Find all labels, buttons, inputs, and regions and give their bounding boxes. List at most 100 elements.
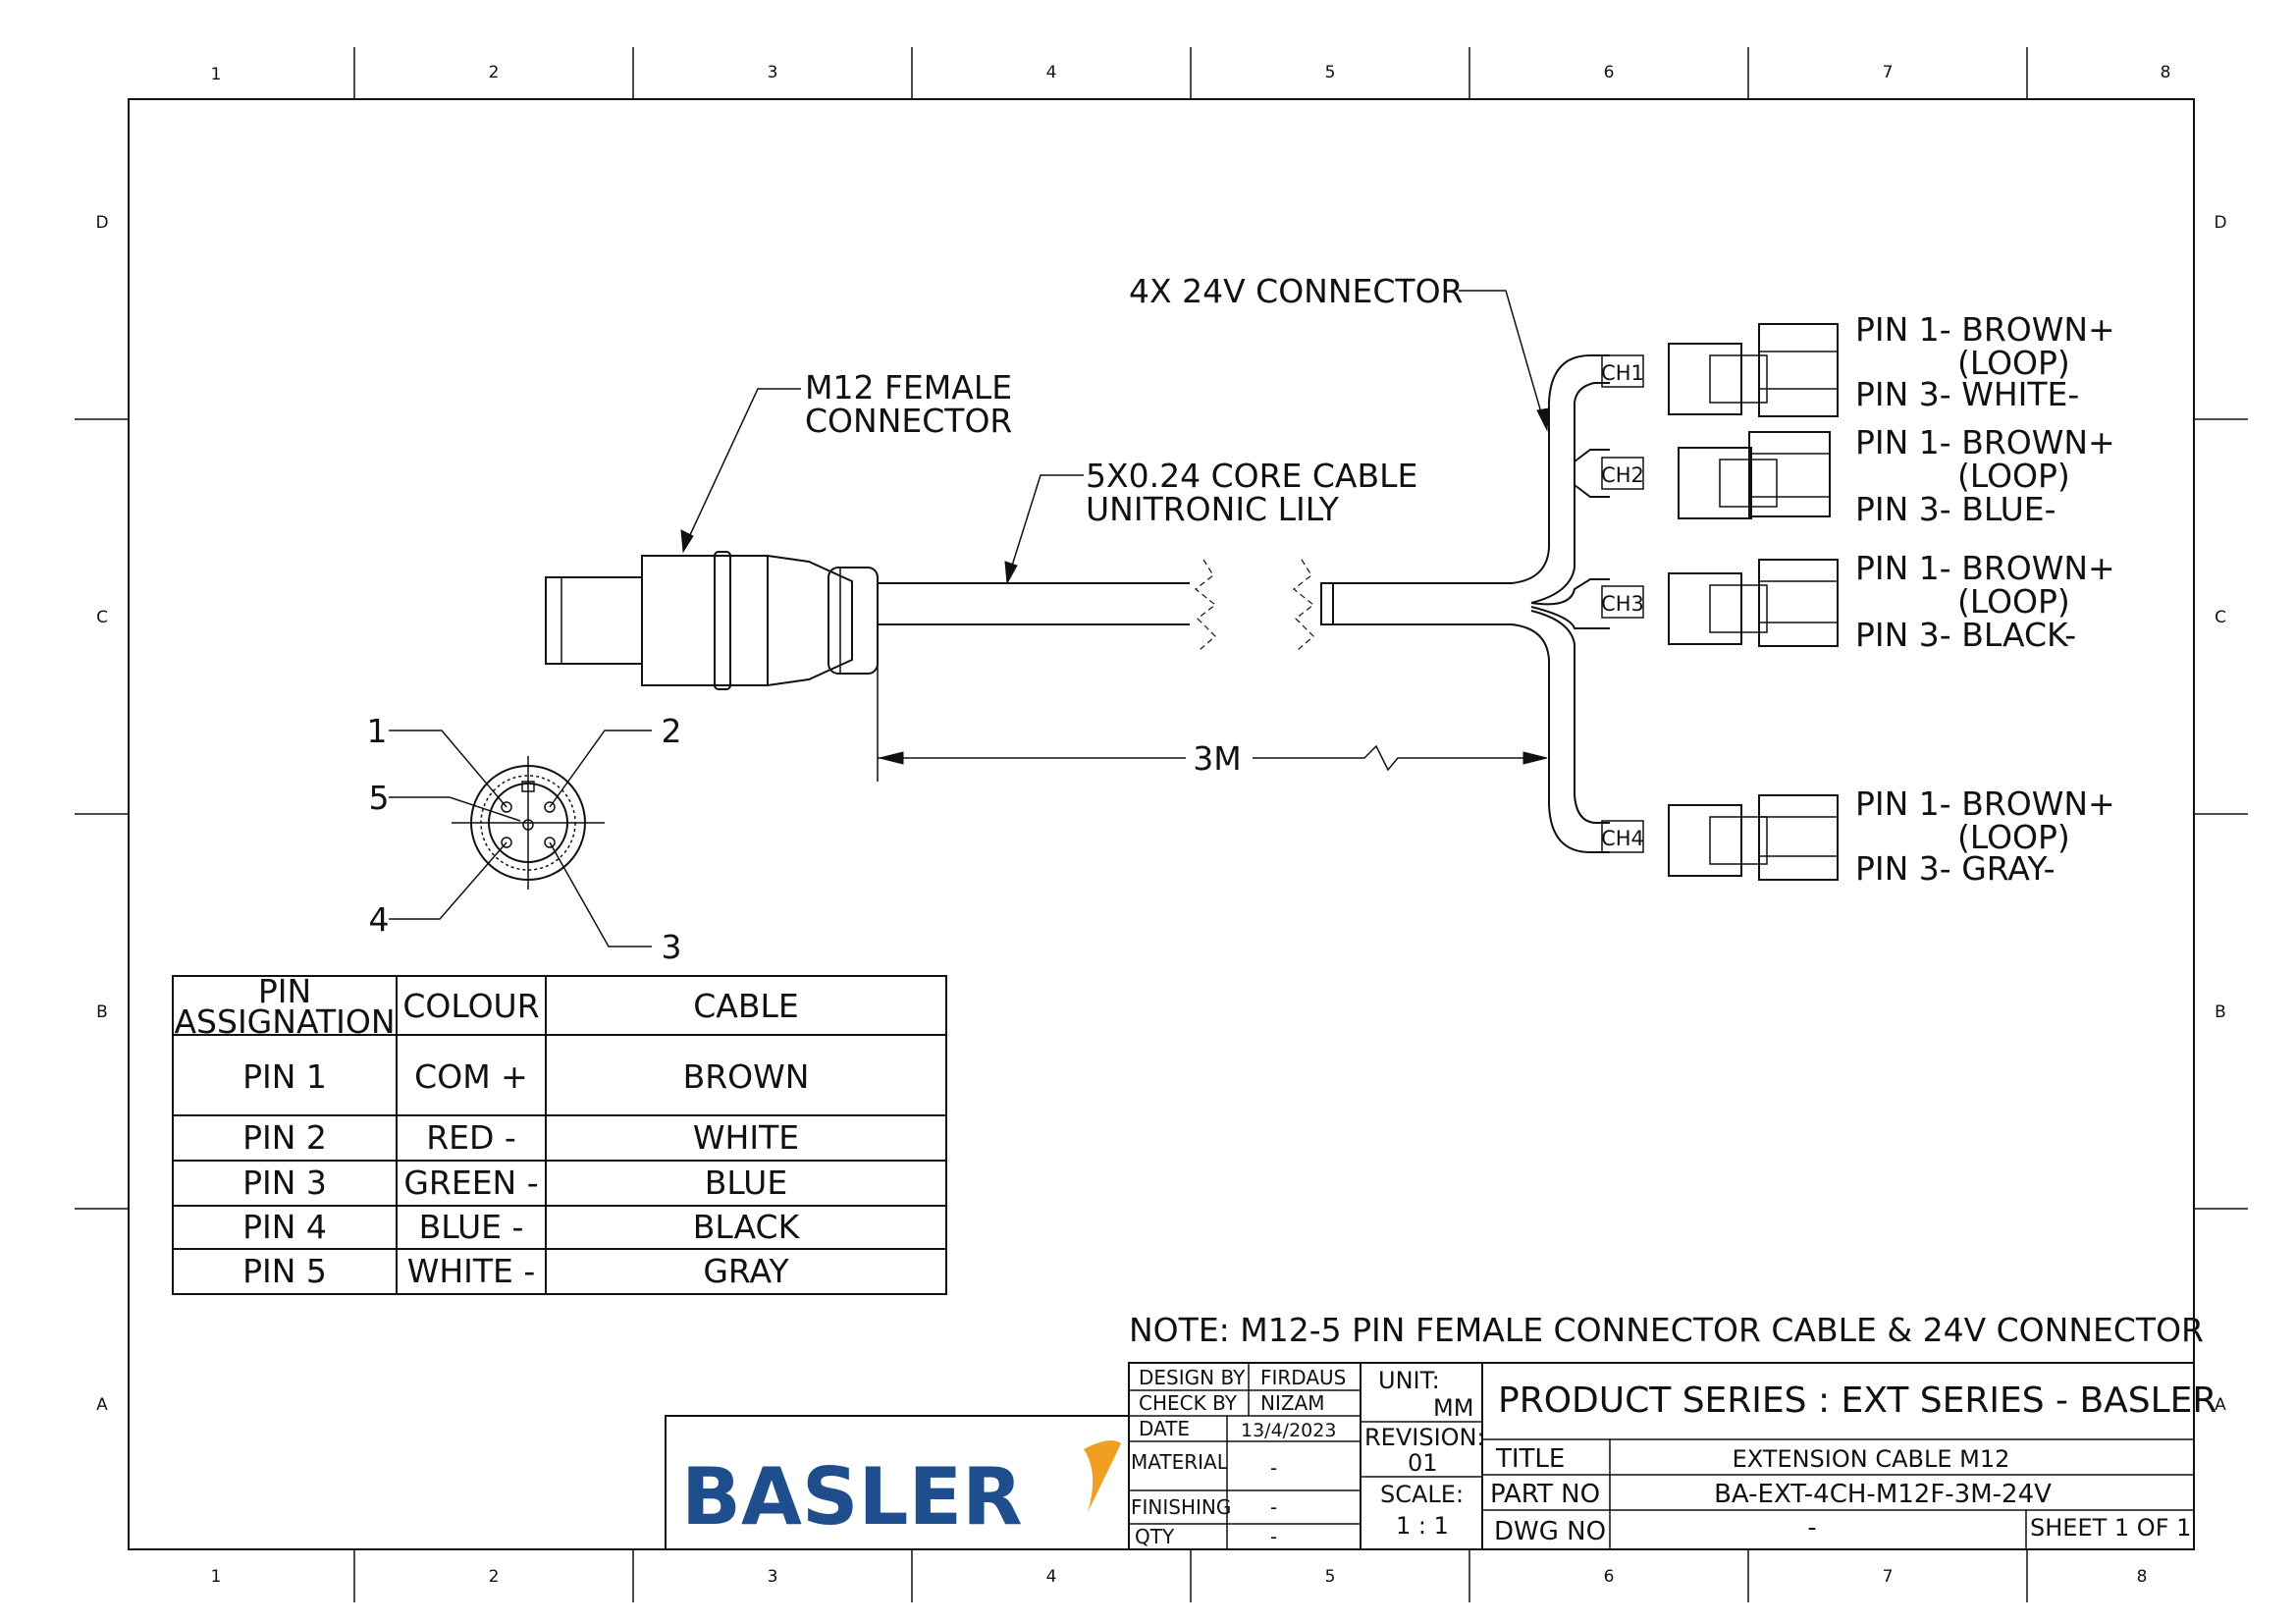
- connector-ch3: CH3: [1601, 559, 1839, 647]
- table-cell: GRAY: [703, 1252, 789, 1290]
- ch1-loop-label: (LOOP): [1957, 344, 2070, 382]
- cable-branches: [1511, 354, 1610, 853]
- channel-tag: CH1: [1601, 361, 1644, 385]
- zone-col-bottom-3: 3: [768, 1567, 778, 1587]
- table-header-pin-line2: ASSIGNATION: [174, 1002, 395, 1041]
- title-value: EXTENSION CABLE M12: [1733, 1445, 2010, 1473]
- zone-row-left-a: A: [96, 1395, 108, 1415]
- channel-tag: CH2: [1601, 463, 1644, 487]
- part-no-label: PART NO: [1490, 1480, 1600, 1509]
- scale-label: SCALE:: [1380, 1481, 1464, 1508]
- design-by-value: FIRDAUS: [1260, 1366, 1346, 1389]
- m12-connector-drawing: [545, 551, 1512, 690]
- zone-col-bottom-4: 4: [1046, 1567, 1057, 1587]
- zone-col-top-3: 3: [768, 63, 778, 82]
- table-cell: WHITE -: [407, 1252, 536, 1290]
- material-value: -: [1270, 1456, 1277, 1480]
- zone-row-right-c: C: [2215, 608, 2226, 627]
- table-cell: BROWN: [683, 1057, 810, 1096]
- zone-row-right-d: D: [2214, 213, 2226, 233]
- basler-logo-swoosh: [1084, 1440, 1121, 1512]
- scale-value: 1 : 1: [1396, 1512, 1449, 1540]
- zone-col-bottom-7: 7: [1883, 1567, 1894, 1587]
- table-cell: PIN 1: [242, 1057, 327, 1096]
- table-cell: PIN 2: [242, 1118, 327, 1157]
- connector-ch1: CH1: [1601, 323, 1839, 417]
- m12-connector-label-line1: M12 FEMALE: [805, 368, 1012, 406]
- unit-value: MM: [1433, 1394, 1473, 1422]
- zone-row-left-b: B: [96, 1002, 108, 1022]
- zone-row-left-d: D: [95, 213, 108, 233]
- part-no-value: BA-EXT-4CH-M12F-3M-24V: [1714, 1480, 2052, 1509]
- zone-col-bottom-1: 1: [211, 1567, 222, 1587]
- table-cell: PIN 4: [242, 1208, 327, 1246]
- m12-connector-label-line2: CONNECTOR: [805, 402, 1012, 440]
- cable-label-line2: UNITRONIC LILY: [1086, 490, 1340, 528]
- dwg-no-value: -: [1807, 1513, 1816, 1543]
- zone-col-top-4: 4: [1046, 63, 1057, 82]
- zone-col-bottom-8: 8: [2137, 1567, 2148, 1587]
- dwg-no-label: DWG NO: [1494, 1517, 1606, 1546]
- zone-col-top-1: 1: [211, 65, 222, 84]
- zone-col-top-2: 2: [489, 63, 500, 82]
- ch1-pin3-label: PIN 3- WHITE-: [1855, 375, 2079, 413]
- table-cell: GREEN -: [403, 1164, 538, 1202]
- channel-tag: CH4: [1601, 827, 1644, 850]
- table-cell: PIN 3: [242, 1164, 327, 1202]
- ch3-pin1-label: PIN 1- BROWN+: [1855, 549, 2115, 587]
- unit-label: UNIT:: [1378, 1367, 1440, 1394]
- qty-label: QTY: [1135, 1525, 1175, 1548]
- title-block: BASLER DESIGN BY FIRDAUS CHECK BY NIZAM …: [665, 1362, 2216, 1550]
- connector-ch4: CH4: [1601, 794, 1839, 881]
- basler-logo: BASLER: [681, 1451, 1023, 1543]
- finishing-label: FINISHING: [1131, 1495, 1231, 1519]
- ch3-loop-label: (LOOP): [1957, 582, 2070, 621]
- finishing-value: -: [1270, 1495, 1277, 1519]
- table-header-cable: CABLE: [693, 987, 799, 1025]
- check-by-label: CHECK BY: [1139, 1391, 1238, 1415]
- drawing-note: NOTE: M12-5 PIN FEMALE CONNECTOR CABLE &…: [1129, 1311, 2204, 1349]
- zone-col-top-6: 6: [1604, 63, 1615, 82]
- zone-col-top-5: 5: [1325, 63, 1336, 82]
- qty-value: -: [1270, 1525, 1277, 1548]
- design-by-label: DESIGN BY: [1139, 1366, 1246, 1389]
- channel-tag-box: [1601, 457, 1644, 490]
- date-label: DATE: [1139, 1417, 1190, 1440]
- ch2-loop-label: (LOOP): [1957, 457, 2070, 495]
- callouts: M12 FEMALE CONNECTOR 5X0.24 CORE CABLE U…: [680, 272, 1550, 782]
- sheet-number: SHEET 1 OF 1: [2030, 1514, 2191, 1542]
- pin-face-view: 1 2 3 4 5: [367, 712, 682, 966]
- title-label: TITLE: [1495, 1444, 1565, 1474]
- table-cell: BLUE -: [419, 1208, 524, 1246]
- channel-labels: PIN 1- BROWN+ (LOOP) PIN 3- WHITE- PIN 1…: [1855, 310, 2115, 888]
- pin-face-label-4: 4: [369, 900, 390, 939]
- revision-label: REVISION:: [1364, 1424, 1485, 1451]
- zone-col-top-8: 8: [2161, 63, 2171, 82]
- zone-row-right-b: B: [2215, 1002, 2226, 1022]
- revision-value: 01: [1408, 1449, 1438, 1477]
- check-by-value: NIZAM: [1260, 1391, 1325, 1415]
- pin-face-label-5: 5: [369, 779, 390, 817]
- ch2-pin1-label: PIN 1- BROWN+: [1855, 423, 2115, 461]
- ch2-pin3-label: PIN 3- BLUE-: [1855, 490, 2056, 528]
- table-header-colour: COLOUR: [402, 987, 539, 1025]
- ch3-pin3-label: PIN 3- BLACK-: [1855, 616, 2076, 654]
- zone-col-bottom-5: 5: [1325, 1567, 1336, 1587]
- pin-assignment-table: PIN ASSIGNATION COLOUR CABLE PIN 1 COM +…: [172, 972, 947, 1295]
- date-value: 13/4/2023: [1241, 1420, 1336, 1441]
- table-cell: RED -: [426, 1118, 516, 1157]
- ch1-pin1-label: PIN 1- BROWN+: [1855, 310, 2115, 349]
- channel-tag-box: [1601, 585, 1644, 619]
- product-series: PRODUCT SERIES : EXT SERIES - BASLER: [1498, 1380, 2216, 1421]
- ch4-pin1-label: PIN 1- BROWN+: [1855, 785, 2115, 823]
- pin-face-label-3: 3: [662, 928, 682, 966]
- ch4-loop-label: (LOOP): [1957, 818, 2070, 856]
- zone-col-bottom-2: 2: [489, 1567, 500, 1587]
- table-cell: BLACK: [693, 1208, 801, 1246]
- table-cell: WHITE: [693, 1118, 799, 1157]
- pin-face-label-1: 1: [367, 712, 388, 750]
- pin-face-label-2: 2: [662, 712, 682, 750]
- table-cell: COM +: [414, 1057, 528, 1096]
- zone-row-right-a: A: [2215, 1395, 2226, 1415]
